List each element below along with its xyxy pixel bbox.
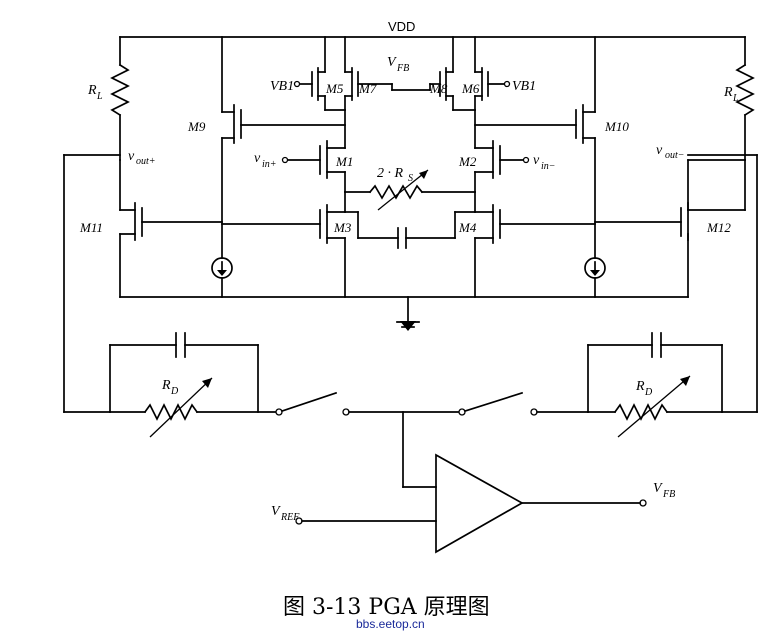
m12-label: M12 — [706, 220, 731, 235]
rd-left-label: R — [161, 378, 171, 393]
switch-left — [275, 391, 459, 416]
rl-right-label: R — [723, 85, 733, 100]
vin-minus-label: v — [533, 153, 540, 168]
vdd-rail — [119, 36, 746, 66]
m10-transistor — [474, 36, 596, 259]
rs-label: 2 · R — [377, 166, 404, 181]
vb1-right-label: VB1 — [512, 79, 536, 94]
m7-label: M7 — [358, 81, 377, 96]
m8-m6-transistors — [429, 36, 511, 149]
rs-sub: S — [408, 173, 413, 184]
rs-degeneration-resistor — [344, 169, 476, 211]
m1-label: M1 — [335, 154, 353, 169]
current-source-right — [584, 257, 606, 298]
m5-m7-transistors — [293, 36, 393, 149]
m5-label: M5 — [325, 81, 344, 96]
rd-right-sub: D — [644, 387, 653, 398]
rl-left-resistor — [110, 63, 130, 161]
figure-caption: 图 3-13 PGA 原理图 — [283, 595, 490, 620]
vin-plus-label: v — [254, 151, 261, 166]
rd-left-sub: D — [170, 386, 179, 397]
source-capacitor — [344, 211, 476, 249]
vin-plus-sub: in+ — [262, 159, 277, 170]
vout-minus-sub: out− — [665, 150, 685, 161]
m9-label: M9 — [187, 119, 206, 134]
rd-left-network — [109, 332, 276, 438]
vout-minus-label: v — [656, 143, 663, 158]
vin-minus-sub: in− — [541, 161, 556, 172]
current-source-left — [211, 257, 233, 298]
vout-plus-label: v — [128, 149, 135, 164]
ground-icon — [400, 321, 416, 331]
vfb-out-label: V — [653, 481, 663, 496]
vref-label: V — [271, 504, 281, 519]
rl-left-sub: L — [96, 91, 103, 102]
vfb-top-label: V — [387, 55, 397, 70]
vdd-label: VDD — [388, 19, 415, 34]
opamp — [295, 411, 647, 554]
vb1-left-label: VB1 — [270, 79, 294, 94]
m11-transistor — [119, 159, 223, 298]
m8-label: M8 — [429, 81, 448, 96]
m2-label: M2 — [458, 154, 477, 169]
vfb-top-sub: FB — [396, 63, 409, 74]
m3-transistor — [221, 191, 346, 298]
vout-plus-sub: out+ — [136, 156, 156, 167]
rd-right-network — [587, 332, 723, 438]
m2-transistor — [474, 140, 530, 193]
switch-right — [458, 391, 589, 416]
m1-transistor — [281, 140, 346, 193]
m10-label: M10 — [604, 119, 629, 134]
rl-right-sub: L — [732, 93, 739, 104]
m4-label: M4 — [458, 220, 477, 235]
m12-transistor — [594, 159, 746, 298]
watermark: bbs.eetop.cn — [356, 617, 425, 631]
vfb-out-sub: FB — [662, 489, 675, 500]
rl-left-label: R — [87, 83, 97, 98]
m6-label: M6 — [461, 81, 480, 96]
rd-right-label: R — [635, 379, 645, 394]
rl-right-resistor — [735, 63, 755, 161]
m4-transistor — [474, 191, 596, 298]
vout-minus-feedback-wire — [687, 154, 758, 413]
m3-label: M3 — [333, 220, 352, 235]
vout-plus-feedback-wire — [63, 154, 121, 413]
vref-sub: REF — [280, 512, 300, 523]
m9-transistor — [221, 36, 346, 259]
m11-label: M11 — [79, 220, 103, 235]
